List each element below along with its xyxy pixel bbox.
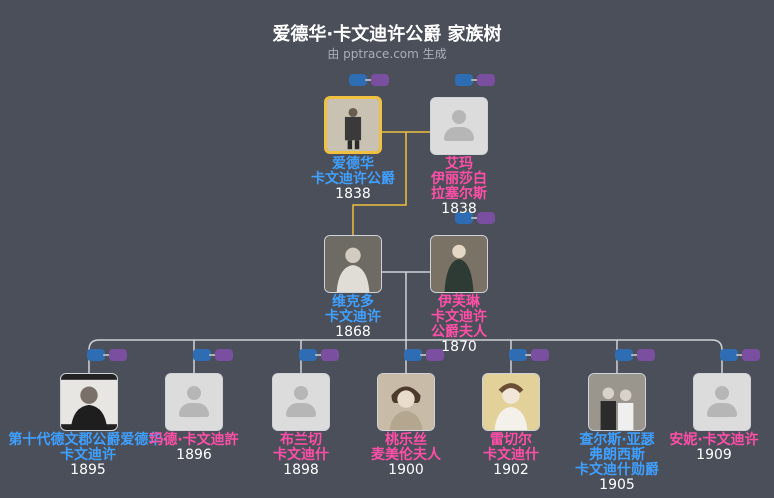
expand-toggle[interactable] xyxy=(87,349,127,361)
person-name: 布兰切 卡文迪什 xyxy=(273,432,329,463)
expand-toggle[interactable] xyxy=(615,349,655,361)
birth-year: 1902 xyxy=(493,462,529,478)
person-name: 雷切尔 卡文迪什 xyxy=(483,432,539,463)
person-placeholder-icon xyxy=(452,110,466,124)
person-photo-child-7[interactable] xyxy=(693,373,751,431)
expand-toggle[interactable] xyxy=(455,212,495,224)
expand-toggle[interactable] xyxy=(349,74,389,86)
person-label-child-6[interactable]: 查尔斯·亚瑟 弗朗西斯 卡文迪什勋爵 1905 xyxy=(547,433,687,493)
birth-year: 1896 xyxy=(176,447,212,463)
portrait-image xyxy=(483,374,539,430)
person-photo-child-4[interactable] xyxy=(377,373,435,431)
person-label-evelyn[interactable]: 伊芙琳 卡文迪许 公爵夫人 1870 xyxy=(389,295,529,355)
person-name: 艾玛 伊丽莎白 拉塞尔斯 xyxy=(431,156,487,202)
birth-year: 1870 xyxy=(441,339,477,355)
person-name: 安妮·卡文迪许 xyxy=(669,432,759,448)
person-name: 维克多 卡文迪许 xyxy=(325,294,381,325)
person-photo-edward[interactable] xyxy=(324,96,382,154)
expand-toggle[interactable] xyxy=(509,349,549,361)
person-placeholder-icon xyxy=(715,386,729,400)
expand-toggle[interactable] xyxy=(720,349,760,361)
portrait-image xyxy=(431,236,487,292)
person-name: 伊芙琳 卡文迪许 公爵夫人 xyxy=(431,294,487,340)
birth-year: 1898 xyxy=(283,462,319,478)
portrait-image xyxy=(378,374,434,430)
birth-year: 1868 xyxy=(335,324,371,340)
person-photo-child-1[interactable] xyxy=(60,373,118,431)
portrait-image xyxy=(61,374,117,430)
expand-toggle[interactable] xyxy=(404,349,444,361)
person-name: 玛德·卡文迪許 xyxy=(149,432,239,448)
birth-year: 1905 xyxy=(599,477,635,493)
person-placeholder-icon xyxy=(187,386,201,400)
person-label-child-1[interactable]: 第十代德文郡公爵爱德华· 卡文迪许 1895 xyxy=(0,433,181,478)
person-label-edward[interactable]: 爱德华 卡文迪许公爵 1838 xyxy=(283,157,423,202)
person-name: 查尔斯·亚瑟 弗朗西斯 卡文迪什勋爵 xyxy=(575,432,659,478)
birth-year: 1900 xyxy=(388,462,424,478)
page-subtitle: 由 pptrace.com 生成 xyxy=(327,47,447,61)
expand-toggle[interactable] xyxy=(455,74,495,86)
person-label-emma[interactable]: 艾玛 伊丽莎白 拉塞尔斯 1838 xyxy=(389,157,529,217)
birth-year: 1895 xyxy=(70,462,106,478)
portrait-image xyxy=(589,374,645,430)
portrait-image xyxy=(325,236,381,292)
birth-year: 1909 xyxy=(696,447,732,463)
person-name: 第十代德文郡公爵爱德华· 卡文迪许 xyxy=(8,432,168,463)
person-label-child-7[interactable]: 安妮·卡文迪许 1909 xyxy=(654,433,774,463)
birth-year: 1838 xyxy=(441,201,477,217)
person-name: 爱德华 卡文迪许公爵 xyxy=(311,156,395,187)
person-name: 桃乐丝 麦美伦夫人 xyxy=(371,432,441,463)
birth-year: 1838 xyxy=(335,186,371,202)
person-photo-child-3[interactable] xyxy=(272,373,330,431)
person-photo-child-2[interactable] xyxy=(165,373,223,431)
person-label-victor[interactable]: 维克多 卡文迪许 1868 xyxy=(283,295,423,340)
page-title: 爱德华·卡文迪许公爵 家族树 xyxy=(272,24,502,45)
person-label-child-5[interactable]: 雷切尔 卡文迪什 1902 xyxy=(441,433,581,478)
person-label-child-2[interactable]: 玛德·卡文迪許 1896 xyxy=(124,433,264,463)
person-photo-victor[interactable] xyxy=(324,235,382,293)
person-photo-emma[interactable] xyxy=(430,97,488,155)
person-placeholder-icon xyxy=(294,386,308,400)
person-label-child-4[interactable]: 桃乐丝 麦美伦夫人 1900 xyxy=(336,433,476,478)
portrait-image xyxy=(327,99,379,151)
expand-toggle[interactable] xyxy=(299,349,339,361)
expand-toggle[interactable] xyxy=(193,349,233,361)
person-photo-evelyn[interactable] xyxy=(430,235,488,293)
person-label-child-3[interactable]: 布兰切 卡文迪什 1898 xyxy=(231,433,371,478)
person-photo-child-6[interactable] xyxy=(588,373,646,431)
person-photo-child-5[interactable] xyxy=(482,373,540,431)
